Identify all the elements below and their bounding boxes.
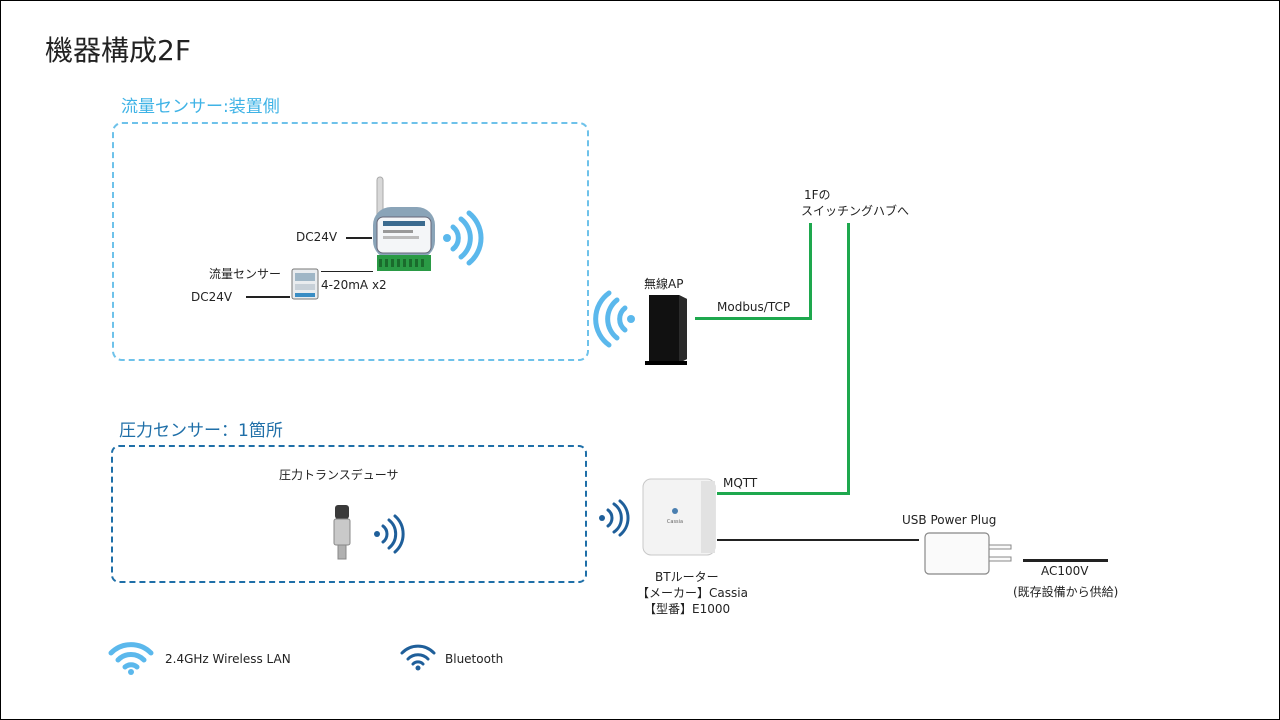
label-current-signal: 4-20mA x2: [321, 278, 387, 292]
label-ac-1: AC100V: [1041, 564, 1089, 578]
wire-dc24v-bottom: [246, 296, 290, 298]
label-dc24v-top: DC24V: [296, 230, 338, 244]
wifi-wave-icon: [443, 210, 484, 266]
flow-meter-icon: [291, 268, 319, 300]
flow-sensor-group-box: [112, 122, 589, 361]
modbus-uplink: [809, 223, 812, 320]
label-switch-hub-1: 1Fの: [804, 188, 831, 202]
section-title-flow: 流量センサー:装置側: [121, 97, 280, 117]
usb-plug-icon: [924, 532, 1012, 575]
wireless-ap-icon: [645, 295, 687, 365]
label-bt-router-2: 【メーカー】Cassia: [637, 586, 748, 600]
wire-dc24v-top: [346, 237, 372, 239]
signal-wire: [321, 271, 373, 272]
bt-router-icon: Cassia: [642, 478, 716, 556]
page-title: 機器構成2F: [45, 34, 191, 67]
section-title-pressure: 圧力センサー：1箇所: [119, 421, 283, 441]
label-usb-plug: USB Power Plug: [902, 513, 997, 527]
bluetooth-signal-icon: [374, 514, 405, 554]
mqtt-link: [717, 492, 850, 495]
label-modbus: Modbus/TCP: [717, 300, 791, 314]
bluetooth-signal-icon: [599, 499, 630, 537]
label-wireless-ap: 無線AP: [644, 277, 684, 291]
wifi-icon: [108, 642, 154, 675]
label-switch-hub-2: スイッチングハブへ: [801, 204, 910, 218]
legend-bluetooth-label: Bluetooth: [445, 652, 504, 666]
ac-cable: [1023, 559, 1108, 562]
label-mqtt: MQTT: [723, 476, 758, 490]
io-module-icon: [373, 176, 435, 271]
router-brand-text: Cassia: [667, 519, 683, 525]
label-ac-2: (既存設備から供給): [1013, 585, 1119, 599]
pressure-sensor-icon: [333, 505, 351, 560]
pressure-sensor-group-box: [111, 445, 587, 583]
mqtt-uplink: [847, 223, 850, 495]
label-bt-router-1: BTルーター: [655, 570, 719, 584]
modbus-link: [695, 317, 812, 320]
label-pressure-transducer: 圧力トランスデューサ: [279, 468, 399, 482]
wifi-wave-icon: [593, 290, 635, 348]
label-flow-sensor: 流量センサー: [209, 267, 282, 281]
label-dc24v-bottom: DC24V: [191, 290, 233, 304]
power-cable: [717, 539, 919, 541]
legend-wifi-label: 2.4GHz Wireless LAN: [165, 652, 291, 666]
label-bt-router-3: 【型番】E1000: [644, 602, 731, 616]
bluetooth-legend-icon: [400, 644, 436, 671]
